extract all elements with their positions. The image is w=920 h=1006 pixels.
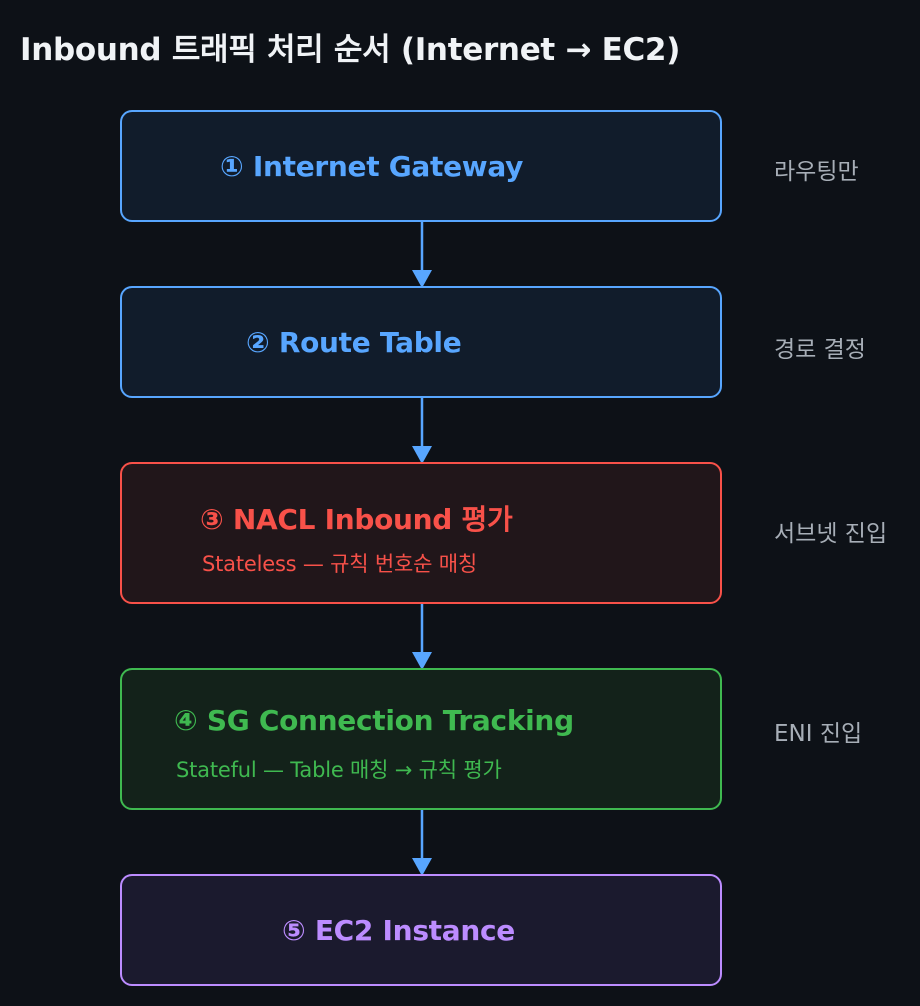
- step-route-table: ② Route Table: [120, 286, 722, 398]
- step-nacl-inbound-label: ③ NACL Inbound 평가: [200, 503, 513, 536]
- step-internet-gateway-label: ① Internet Gateway: [220, 150, 524, 183]
- step-internet-gateway: ① Internet Gateway: [120, 110, 722, 222]
- step-ec2-instance: ⑤ EC2 Instance: [120, 874, 722, 986]
- step-sg-connection-tracking-note: ENI 진입: [774, 721, 863, 747]
- step-route-table-label: ② Route Table: [246, 326, 462, 359]
- step-ec2-instance-label: ⑤ EC2 Instance: [282, 914, 515, 947]
- diagram-title: Inbound 트래픽 처리 순서 (Internet → EC2): [20, 32, 681, 68]
- arrow-nacl-to-sg: [412, 604, 432, 670]
- step-route-table-note: 경로 결정: [774, 337, 866, 363]
- step-sg-connection-tracking-detail: Stateful — Table 매칭 → 규칙 평가: [176, 758, 502, 782]
- step-internet-gateway-note: 라우팅만: [774, 159, 859, 185]
- arrow-route-table-to-nacl: [412, 398, 432, 464]
- step-nacl-inbound: ③ NACL Inbound 평가 Stateless — 규칙 번호순 매칭: [120, 462, 722, 604]
- step-sg-connection-tracking-label: ④ SG Connection Tracking: [174, 704, 574, 737]
- arrow-igw-to-route-table: [412, 222, 432, 288]
- step-nacl-inbound-note: 서브넷 진입: [774, 521, 888, 547]
- step-sg-connection-tracking: ④ SG Connection Tracking Stateful — Tabl…: [120, 668, 722, 810]
- step-nacl-inbound-detail: Stateless — 규칙 번호순 매칭: [202, 552, 477, 576]
- arrow-sg-to-ec2: [412, 810, 432, 876]
